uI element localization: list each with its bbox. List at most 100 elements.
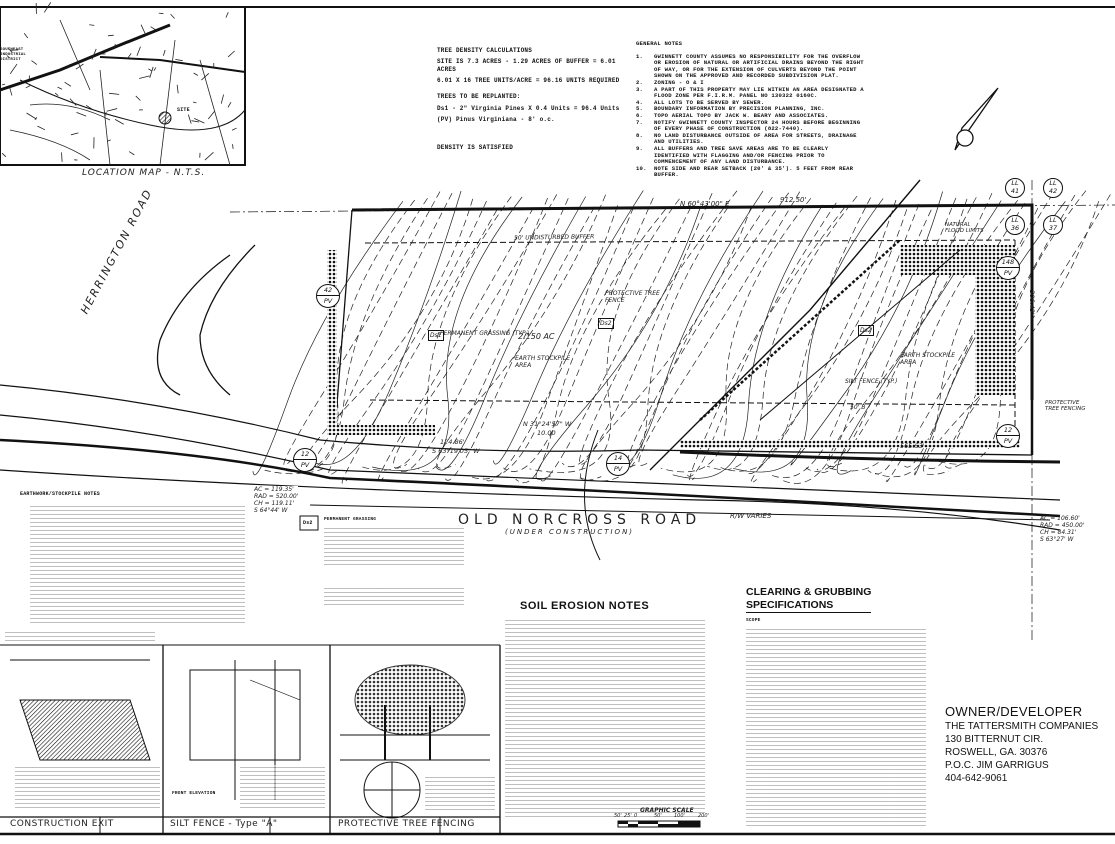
- contour-line: [535, 205, 702, 480]
- contour-line: [492, 190, 644, 465]
- contour-line: [418, 198, 569, 473]
- general-note-item: 10. NOTE SIDE AND REAR SETBACK (20' & 35'…: [636, 164, 864, 179]
- bottom-left-distance: 124.86': [440, 438, 465, 446]
- clearing-grubbing-heading: CLEARING & GRUBBING SPECIFICATIONS: [746, 586, 872, 613]
- contour-line: [579, 190, 738, 465]
- contour-line: [579, 206, 752, 481]
- general-note-text: GWINNETT COUNTY ASSUMES NO RESPONSIBILIT…: [654, 52, 864, 80]
- contour-line: [612, 190, 764, 466]
- general-note-number: 6.: [636, 111, 644, 119]
- general-note-item: 4. ALL LOTS TO BE SERVED BY SEWER.: [636, 98, 864, 107]
- top-distance-label: 912.50': [780, 196, 807, 204]
- right-distance: 306.43': [1028, 290, 1036, 315]
- map-street: [89, 24, 95, 26]
- contour-line: [393, 194, 558, 469]
- replant-heading: TREES TO BE REPLANTED:: [437, 93, 521, 100]
- map-street: [136, 46, 141, 56]
- curve-radius: RAD = 450.00': [1040, 522, 1085, 529]
- general-note-item: 7. NOTIFY GWINNETT COUNTY INSPECTOR 24 HO…: [636, 118, 864, 133]
- earth-stockpile-label: EARTH STOCKPILE AREA: [900, 352, 955, 366]
- map-street: [91, 48, 97, 60]
- roads: [0, 244, 1061, 531]
- map-street: [1, 83, 6, 86]
- earth-stockpile-label: EARTH STOCKPILE AREA: [515, 355, 570, 369]
- mid-distance: 10.00: [537, 429, 556, 437]
- construction-exit-notes: [5, 630, 155, 644]
- map-street: [64, 81, 72, 87]
- scale-tick-label: 50': [654, 813, 662, 819]
- curve-bearing: S 63°27' W: [1040, 536, 1074, 543]
- map-street: [227, 101, 232, 108]
- contour-line: [672, 204, 824, 479]
- contour-line: [781, 209, 932, 484]
- general-notes-heading: GENERAL NOTES: [636, 40, 683, 47]
- north-arrow: [954, 87, 999, 151]
- curve-data-left: AC = 119.35' RAD = 520.00' CH = 119.11' …: [254, 486, 299, 514]
- map-street: [54, 92, 59, 97]
- map-street: [70, 132, 79, 136]
- contour-line: [627, 192, 790, 467]
- contour-line: [622, 196, 773, 472]
- permanent-grassing-tag: Ds2: [303, 520, 313, 526]
- general-note-number: 10.: [636, 164, 647, 172]
- map-street: [139, 75, 150, 79]
- silt-fence-label: SILT FENCE (TYP.): [845, 378, 898, 385]
- map-street: [225, 12, 229, 18]
- map-street: [106, 108, 118, 112]
- replant-line: Ds1 - 2" Virginia Pines X 0.4 Units = 96…: [437, 105, 620, 112]
- map-street: [149, 66, 154, 78]
- general-note-text: A PART OF THIS PROPERTY MAY LIE WITHIN A…: [654, 85, 864, 100]
- general-note-number: 4.: [636, 98, 644, 106]
- general-note-text: ALL LOTS TO BE SERVED BY SEWER.: [654, 98, 765, 106]
- clearing-heading-line: CLEARING & GRUBBING: [746, 586, 872, 598]
- map-street: [204, 152, 214, 161]
- contour-line: [660, 198, 812, 473]
- map-street: [194, 118, 205, 124]
- map-street: [176, 84, 179, 94]
- map-street: [23, 33, 29, 39]
- general-note-number: 7.: [636, 118, 644, 126]
- tree-save-rows: [327, 245, 1020, 448]
- silt-fence-specs: [240, 765, 325, 810]
- contour-line: [720, 197, 871, 472]
- map-street: [75, 63, 84, 70]
- setback-label: 50' B: [850, 404, 866, 411]
- old-norcross-road-label: OLD NORCROSS ROAD: [458, 512, 702, 528]
- general-note-text: NOTIFY GWINNETT COUNTY INSPECTOR 24 HOUR…: [654, 118, 861, 133]
- bottom-left-bearing: S 63°19'05" W: [432, 447, 480, 455]
- scale-tick-label: 200': [698, 813, 709, 819]
- contour-line: [561, 192, 713, 468]
- location-map: [0, 2, 246, 166]
- map-street: [31, 60, 38, 65]
- map-street: [107, 34, 114, 37]
- contour-line: [467, 205, 618, 480]
- grassing-tag: Ds1: [428, 330, 444, 341]
- contour-line: [301, 193, 453, 468]
- general-note-item: 6.TOPO AERIAL TOPO BY JACK W. BEARY AND …: [636, 111, 864, 120]
- map-street: [69, 98, 77, 106]
- general-note-text: NOTE SIDE AND REAR SETBACK (20' & 35'). …: [654, 164, 854, 179]
- under-construction-label: (UNDER CONSTRUCTION): [505, 528, 635, 536]
- map-street: [148, 68, 153, 72]
- earthwork-notes-body: [30, 504, 245, 624]
- permanent-grassing-body: [324, 526, 464, 568]
- contour-line: [372, 196, 523, 471]
- curve-arc: AC = 119.35': [254, 486, 294, 493]
- map-street: [135, 95, 141, 101]
- owner-city: ROSWELL, GA. 30376: [945, 747, 1048, 758]
- map-street: [128, 151, 135, 156]
- contour-line: [902, 193, 1054, 468]
- contour-line: [826, 197, 977, 472]
- contour-line: [252, 201, 404, 476]
- graphic-scale-bar: [617, 820, 701, 828]
- general-note-number: 5.: [636, 105, 644, 113]
- contour-line: [397, 197, 548, 473]
- general-note-number: 9.: [636, 144, 644, 152]
- owner-heading: OWNER/DEVELOPER: [945, 704, 1083, 719]
- row-varies-label: R/W VARIES: [730, 512, 772, 520]
